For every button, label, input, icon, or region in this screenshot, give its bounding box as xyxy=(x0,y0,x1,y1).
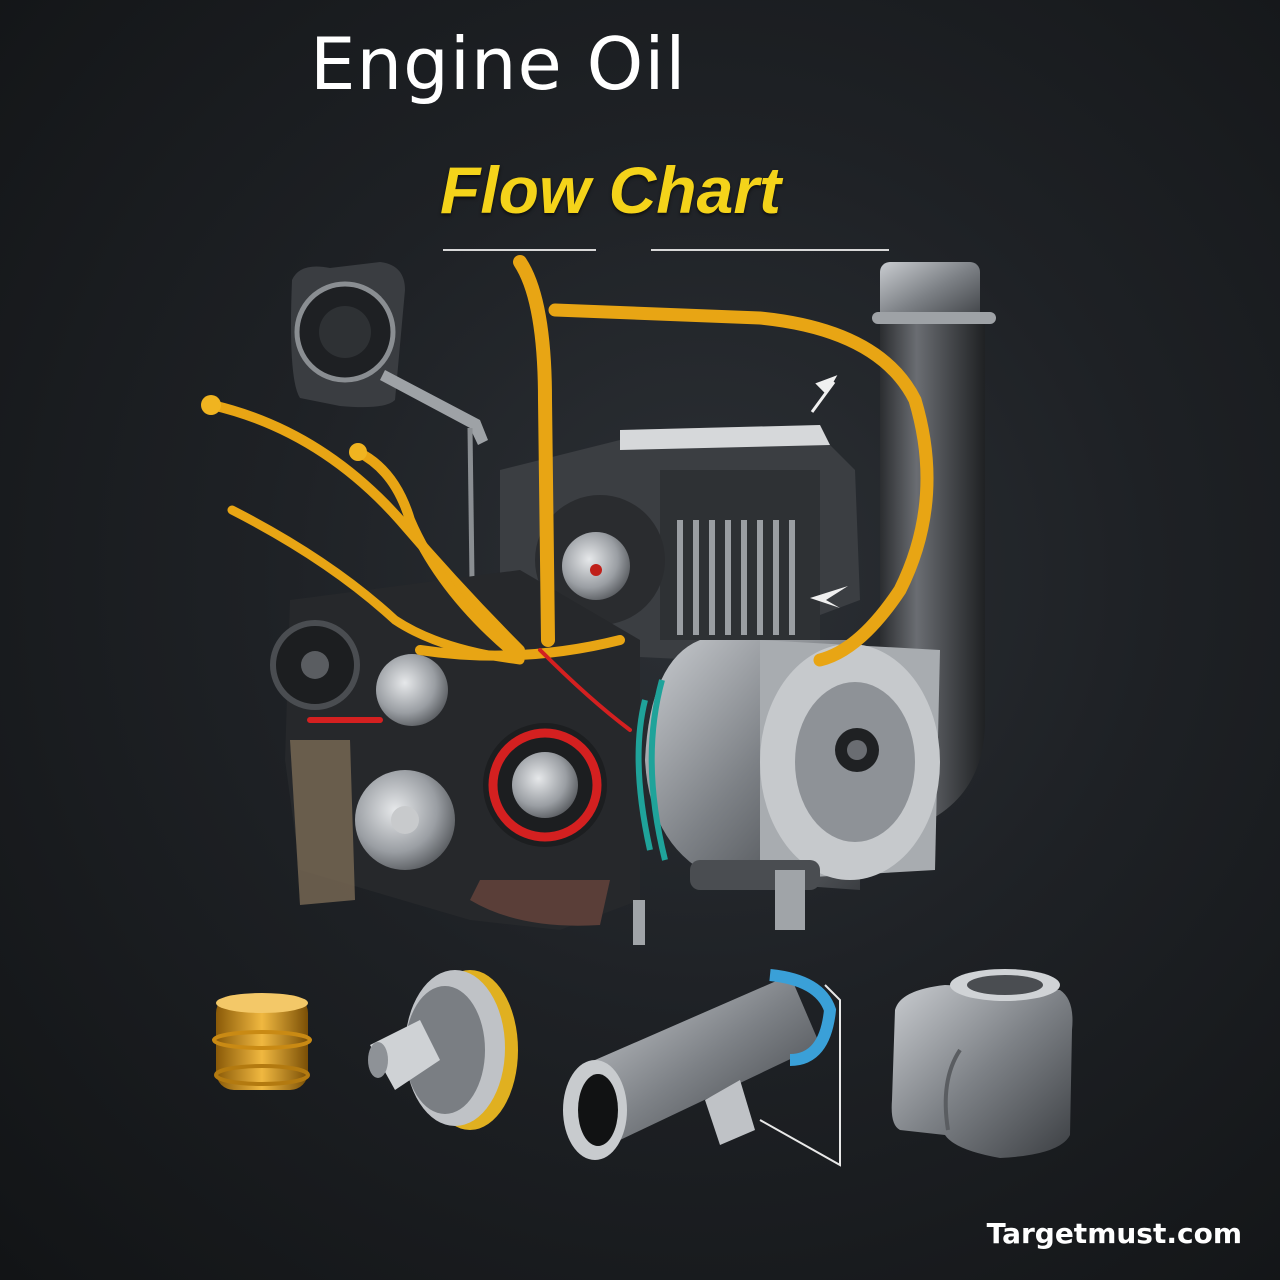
oil-drop-endpoint xyxy=(201,395,221,415)
subtitle-underline-right xyxy=(651,249,889,251)
subtitle-underline-left xyxy=(443,249,596,251)
oil-pickup-tube xyxy=(563,969,841,1167)
oil-drop-endpoint xyxy=(349,443,367,461)
arrow-icon xyxy=(810,586,848,608)
oil-seal-ring xyxy=(212,993,312,1090)
oil-flow-lines xyxy=(207,255,934,732)
oil-filter-canister xyxy=(891,969,1073,1158)
oil-filter-housing xyxy=(635,640,940,930)
watermark: Targetmust.com xyxy=(986,1217,1242,1250)
page-subtitle: Flow Chart xyxy=(440,153,781,227)
arrow-icon xyxy=(810,375,838,413)
page-title: Engine Oil xyxy=(310,22,687,106)
oil-pressure-sensor xyxy=(291,262,488,581)
oil-pump-rotor xyxy=(368,970,518,1130)
